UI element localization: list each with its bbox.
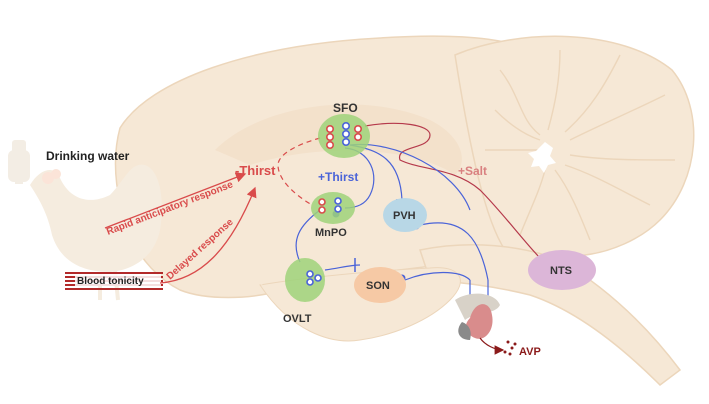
plus-thirst-label: +Thirst xyxy=(318,170,358,184)
avp-arrow xyxy=(479,337,505,355)
ovlt-nucleus xyxy=(285,258,325,302)
minus-thirst-label: -Thirst xyxy=(235,163,276,178)
sfo-nts-line xyxy=(364,122,553,271)
water-bottle-icon xyxy=(8,140,30,184)
sfo-label: SFO xyxy=(333,101,358,115)
nts-label: NTS xyxy=(550,265,572,277)
son-label: SON xyxy=(366,280,390,292)
blood-tonicity-label: Blood tonicity xyxy=(77,276,144,287)
brainstem xyxy=(419,244,682,386)
cerebellum-folia xyxy=(484,49,676,241)
pituitary-icon xyxy=(455,293,500,340)
avp-dots xyxy=(503,340,517,356)
pvh-label: PVH xyxy=(393,210,416,222)
ovlt-neurons xyxy=(306,270,322,286)
son-nucleus xyxy=(354,267,406,303)
pvh-nucleus xyxy=(383,198,427,232)
mnpo-nucleus xyxy=(311,192,355,224)
nts-nucleus xyxy=(528,250,596,290)
sfo-neurons xyxy=(325,122,362,150)
ovlt-label: OVLT xyxy=(283,313,312,325)
thirst-inhibition-dashed xyxy=(277,137,321,206)
mnpo-label: MnPO xyxy=(315,227,347,239)
delayed-response-arrow xyxy=(159,186,257,284)
chicken-comb-icon xyxy=(42,169,61,184)
cerebellum xyxy=(454,35,695,257)
plus-salt-label: +Salt xyxy=(458,164,487,178)
fourth-ventricle xyxy=(528,142,556,173)
rapid-response-arrow xyxy=(104,172,247,229)
mnpo-neurons xyxy=(318,197,342,214)
avp-label: AVP xyxy=(519,346,541,358)
drinking-water-label: Drinking water xyxy=(46,149,130,163)
